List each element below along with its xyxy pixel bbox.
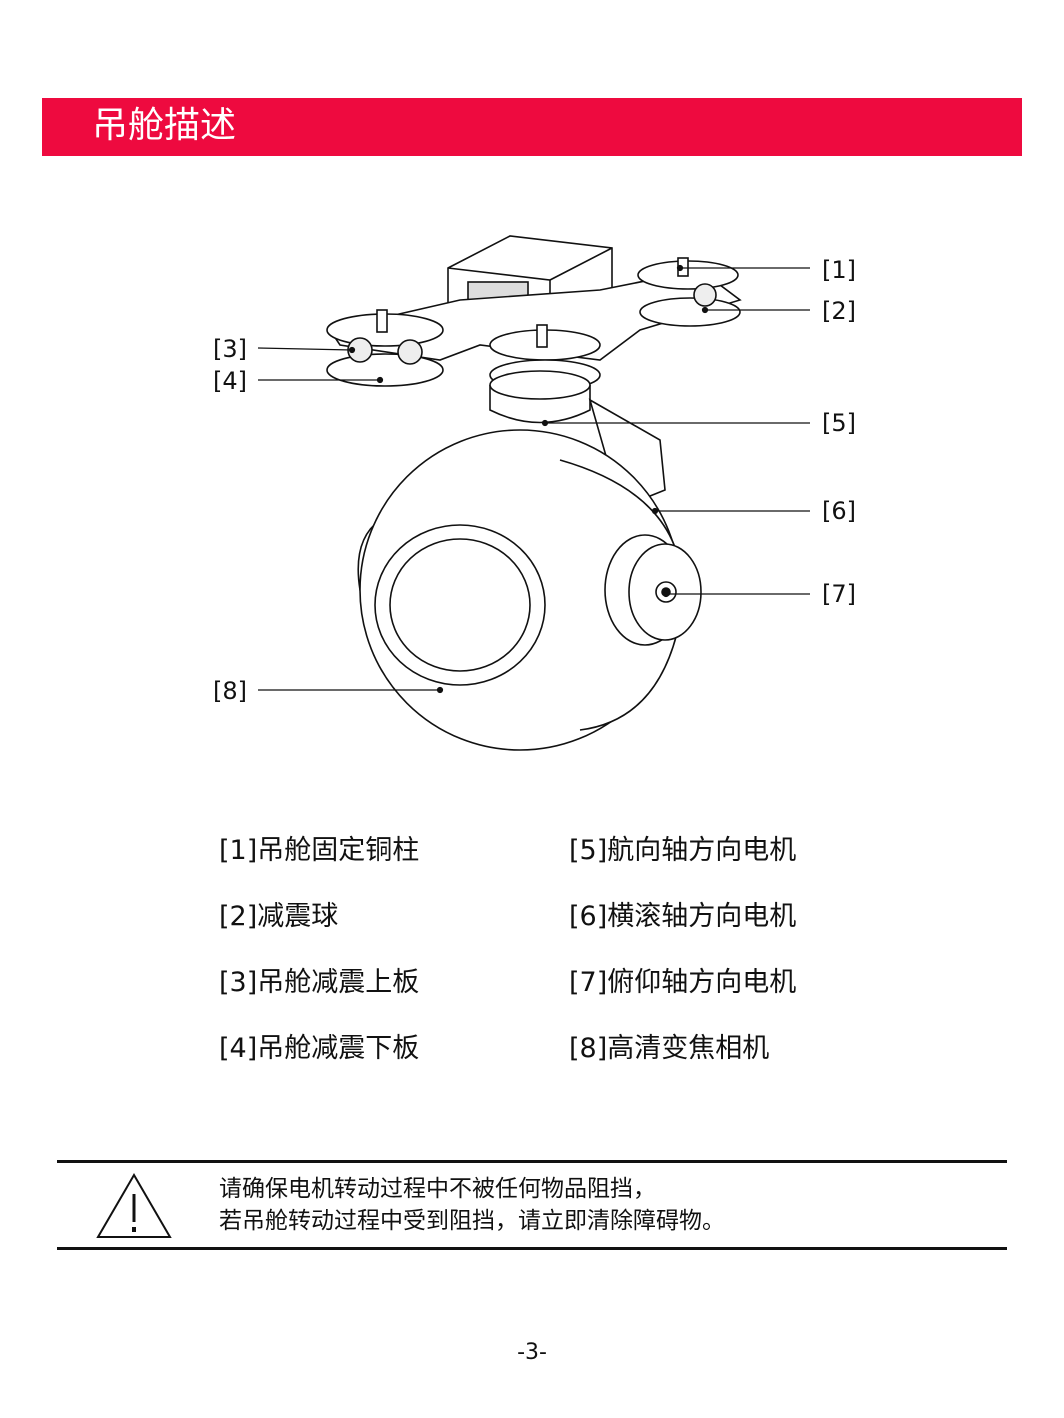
warning-bottom-rule: [57, 1247, 1007, 1250]
callout-5: [5]: [822, 409, 856, 437]
page-number: -3-: [517, 1340, 547, 1365]
legend-item: [7]俯仰轴方向电机: [569, 967, 797, 998]
callout-3: [3]: [213, 335, 247, 363]
damping-plates: [326, 257, 742, 391]
legend-item: [6]横滚轴方向电机: [569, 901, 797, 932]
section-title: 吊舱描述: [92, 105, 237, 146]
warning-line: 请确保电机转动过程中不被任何物品阻挡，: [219, 1176, 656, 1202]
warning-top-rule: [57, 1160, 1007, 1163]
warning-line: 若吊舱转动过程中受到阻挡，请立即清除障碍物。: [219, 1208, 725, 1234]
gimbal-illustration: [257, 235, 810, 751]
section-header: 吊舱描述: [42, 98, 1022, 156]
callout-1: [1]: [822, 256, 856, 284]
callout-2: [2]: [822, 297, 856, 325]
legend-item: [8]高清变焦相机: [569, 1033, 770, 1064]
callout-7: [7]: [822, 580, 856, 608]
camera-ball: [357, 429, 702, 751]
warning-triangle-icon: [96, 1173, 172, 1238]
legend-item: [3]吊舱减震上板: [219, 967, 420, 998]
yaw-motor: [489, 370, 666, 501]
callout-6: [6]: [822, 497, 856, 525]
legend-item: [2]减震球: [219, 901, 339, 932]
callout-8: [8]: [213, 677, 247, 705]
legend-item: [5]航向轴方向电机: [569, 835, 797, 866]
callout-4: [4]: [213, 367, 247, 395]
legend-item: [4]吊舱减震下板: [219, 1033, 420, 1064]
leader-lines: [257, 264, 810, 694]
legend-item: [1]吊舱固定铜柱: [219, 835, 420, 866]
